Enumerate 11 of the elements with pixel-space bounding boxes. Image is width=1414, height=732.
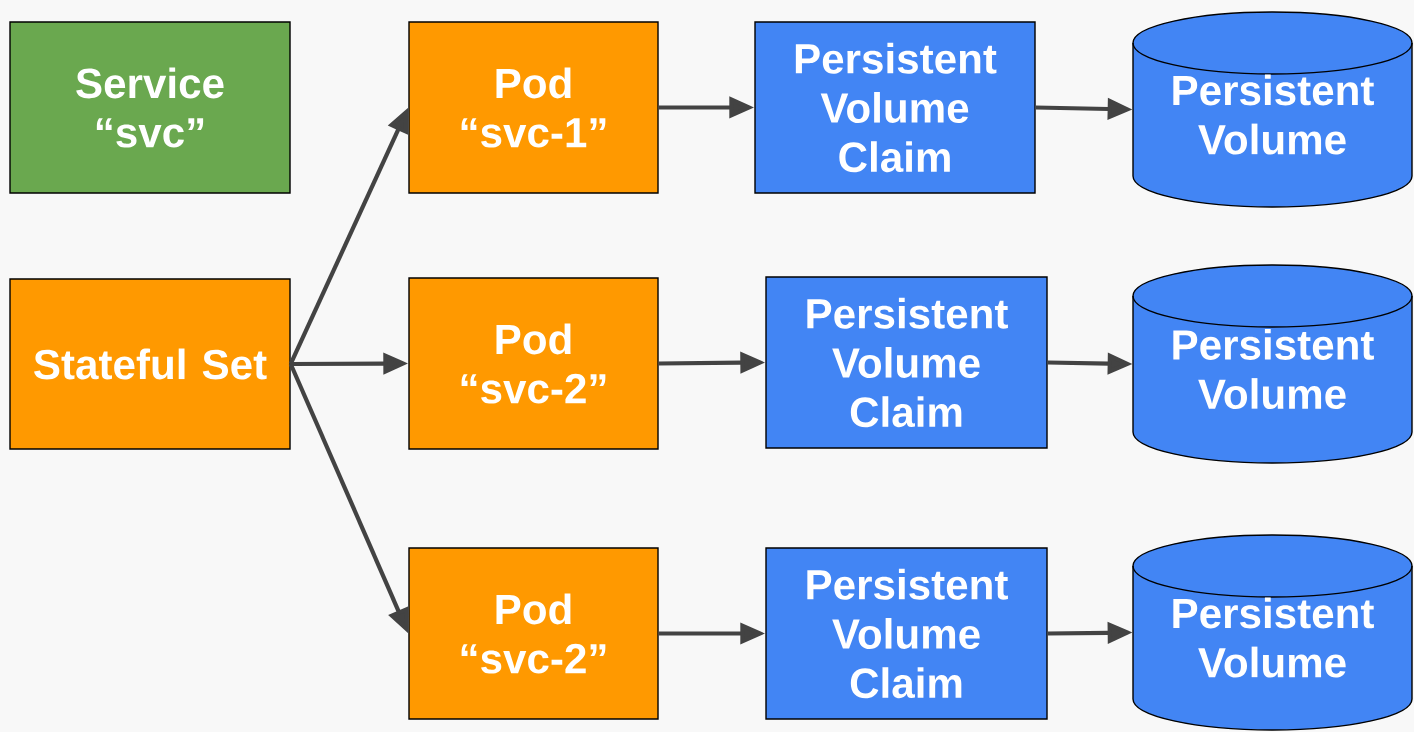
service-box: Service “svc”	[9, 21, 291, 194]
pod-box: Pod “svc-2”	[408, 277, 659, 450]
volume-cylinder: Persistent Volume	[1132, 11, 1413, 208]
pod-box: Pod “svc-1”	[408, 21, 659, 194]
claim-box: Persistent Volume Claim	[754, 21, 1036, 194]
claim-box: Persistent Volume Claim	[765, 547, 1048, 720]
statefulset-box: Stateful Set	[9, 278, 291, 450]
volume-cylinder: Persistent Volume	[1132, 264, 1413, 464]
pod-box: Pod “svc-2”	[408, 547, 659, 720]
volume-cylinder: Persistent Volume	[1132, 534, 1413, 731]
claim-box: Persistent Volume Claim	[765, 276, 1048, 449]
